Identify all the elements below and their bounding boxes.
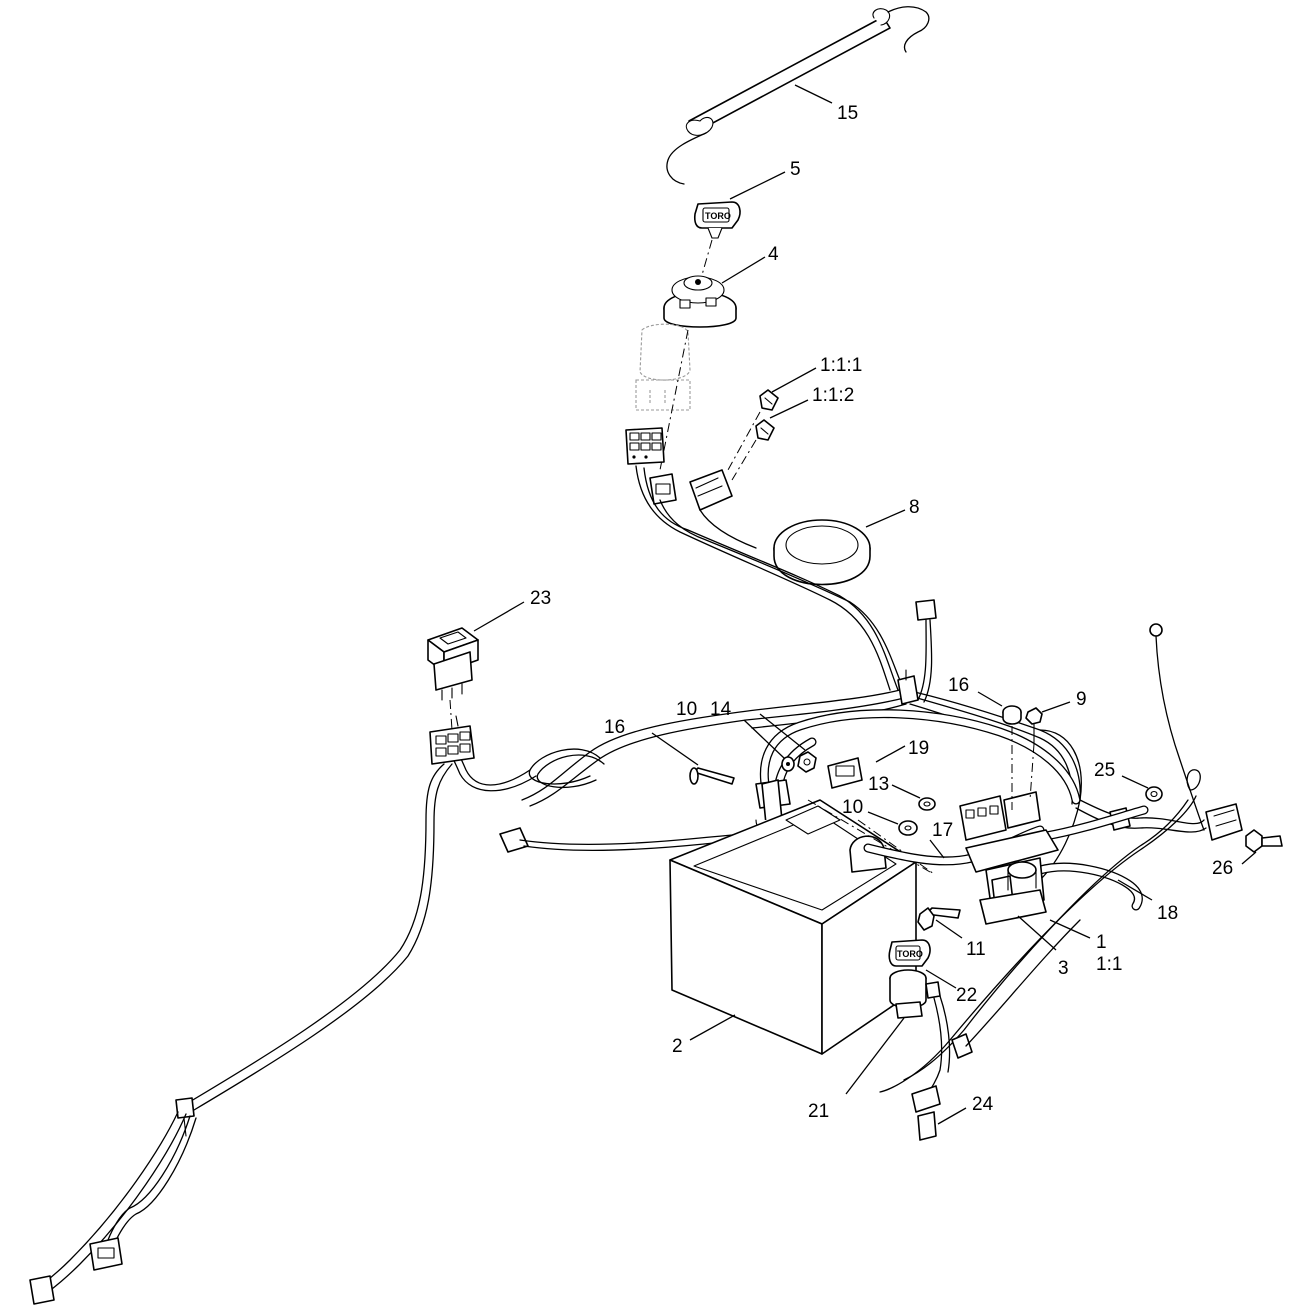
harness-clamp-center (897, 669, 919, 705)
callout-13: 13 (868, 774, 889, 795)
part-1-1-1-terminal (759, 389, 779, 411)
callout-1: 1 (1096, 932, 1107, 953)
ghost-switch-body (635, 323, 691, 411)
harness-connectors-top (649, 469, 733, 511)
switch-plug (625, 427, 665, 465)
part-25-nut (1145, 786, 1163, 802)
callout-1-1-1: 1:1:1 (820, 355, 862, 376)
callout-26: 26 (1212, 858, 1233, 879)
callout-18: 18 (1157, 903, 1178, 924)
part-22-key-switch: TORO (888, 939, 941, 1019)
part-5-key: TORO (693, 201, 741, 239)
callout-5: 5 (790, 159, 801, 180)
callout-24: 24 (972, 1094, 994, 1115)
key-switch-logo-text: TORO (897, 949, 923, 959)
part-11-bolt (917, 907, 961, 931)
callout-10-upper: 10 (676, 699, 697, 720)
key-logo-text: TORO (705, 211, 731, 221)
part-16-spacer (1002, 705, 1022, 725)
callout-1-1-2: 1:1:2 (812, 385, 854, 406)
callout-11: 11 (966, 939, 986, 960)
callout-22: 22 (956, 985, 977, 1006)
callout-21: 21 (808, 1101, 829, 1122)
callout-25: 25 (1094, 760, 1115, 781)
part-15-strap (666, 6, 930, 185)
part-18-cable (1035, 805, 1149, 911)
part-12-bolt (689, 767, 735, 785)
callout-4: 4 (768, 244, 779, 265)
part-10-washer-upper (781, 756, 795, 772)
part-26-bolt (1245, 829, 1283, 853)
part-3-solenoid (959, 791, 1059, 925)
part-8-cap (773, 519, 871, 586)
part-14-nut (797, 751, 817, 773)
harness-lead-lower-left (29, 763, 453, 1305)
callout-17: 17 (932, 820, 953, 841)
part-1-1-2-terminal (755, 419, 775, 441)
part-23-rocker-switch (427, 627, 479, 701)
callout-16: 16 (948, 675, 969, 696)
rocker-switch-plug (429, 715, 475, 765)
ground-wires-right (879, 623, 1205, 1093)
callout-9: 9 (1076, 689, 1087, 710)
callout-10-lower: 10 (842, 797, 863, 818)
callout-3: 3 (1058, 958, 1069, 979)
callout-12: 16 (604, 717, 625, 738)
part-4-ignition-switch (663, 275, 737, 328)
callout-19: 19 (908, 738, 929, 759)
callout-23: 23 (530, 588, 551, 609)
key-switch-harness (911, 919, 1081, 1141)
callout-8: 8 (909, 497, 920, 518)
part-10-washer-lower (898, 820, 918, 836)
callout-15: 15 (837, 103, 858, 124)
part-2-battery (669, 799, 917, 1055)
callout-14: 14 (710, 699, 732, 720)
part-13-washer (918, 797, 936, 811)
callout-1-1: 1:1 (1096, 954, 1122, 975)
callout-2: 2 (672, 1036, 683, 1057)
part-9-screw (1025, 707, 1043, 745)
